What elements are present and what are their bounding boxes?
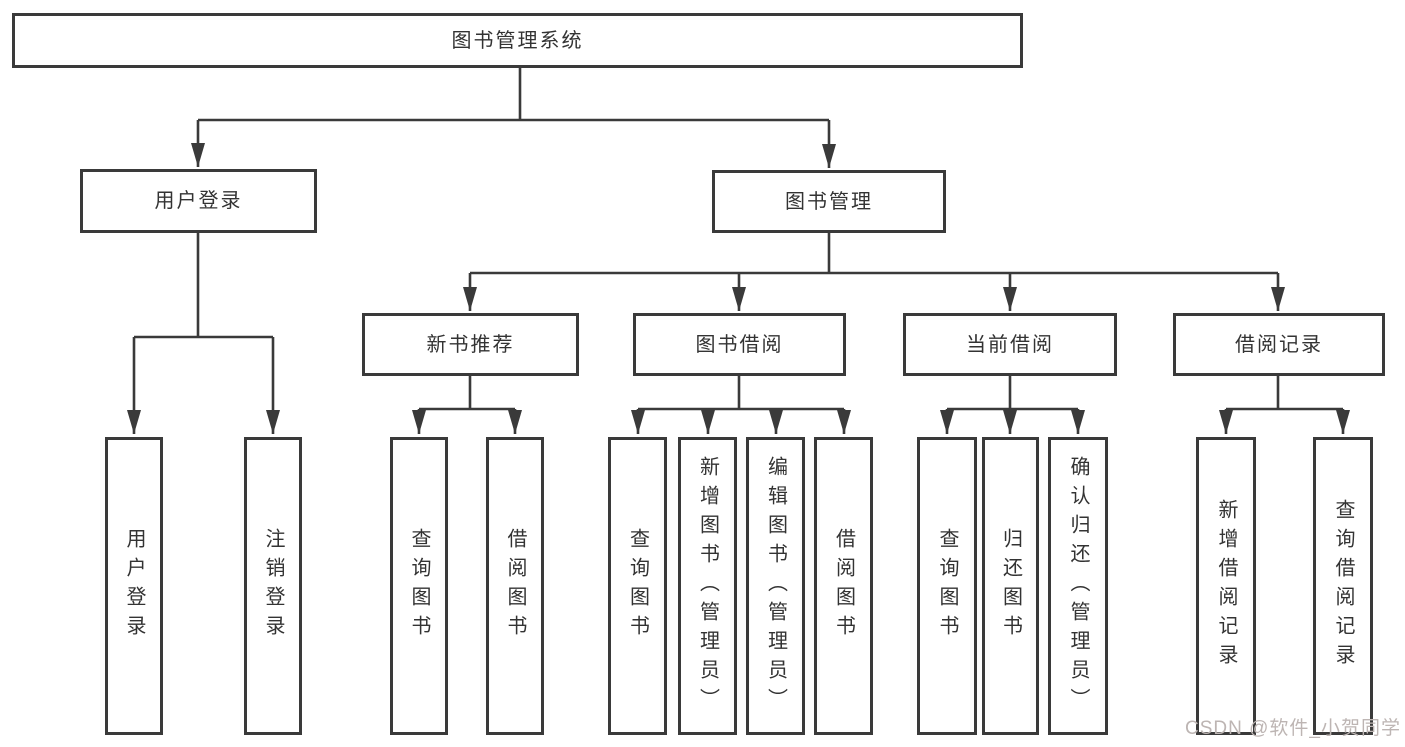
node-book-borrow-label: 图书借阅	[695, 333, 784, 356]
connector-current-borrow-fork	[940, 376, 1085, 434]
leaf-logout: 注销登录	[244, 437, 302, 735]
leaf-current-return-label: 归还图书	[999, 528, 1022, 644]
leaf-user-login-label: 用户登录	[123, 528, 145, 644]
leaf-new-books-borrow-label: 借阅图书	[504, 528, 526, 644]
connector-root-fork	[191, 68, 836, 168]
leaf-borrow-add: 新增图书（管理员）	[678, 437, 737, 735]
node-current-borrow-label: 当前借阅	[966, 333, 1054, 356]
connector-user-login-fork	[127, 233, 280, 434]
connector-book-mgmt-fork	[463, 233, 1285, 311]
leaf-current-return: 归还图书	[982, 437, 1039, 735]
watermark-text: CSDN @软件_小贺同学	[1185, 718, 1401, 739]
leaf-records-add-label: 新增借阅记录	[1215, 499, 1237, 673]
leaf-borrow-query-label: 查询图书	[626, 528, 649, 644]
leaf-records-query-label: 查询借阅记录	[1332, 499, 1354, 673]
connector-book-borrow-fork	[631, 376, 851, 434]
connector-new-books-fork	[412, 376, 522, 434]
leaf-current-query: 查询图书	[917, 437, 977, 735]
node-borrow-records: 借阅记录	[1173, 313, 1385, 376]
leaf-logout-label: 注销登录	[262, 528, 284, 644]
leaf-current-confirm-label: 确认归还（管理员）	[1067, 455, 1089, 717]
node-borrow-records-label: 借阅记录	[1235, 333, 1323, 356]
leaf-borrow-edit: 编辑图书（管理员）	[746, 437, 805, 735]
leaf-records-add: 新增借阅记录	[1196, 437, 1256, 735]
node-root-label: 图书管理系统	[451, 29, 584, 52]
node-book-borrow: 图书借阅	[633, 313, 846, 376]
node-book-mgmt: 图书管理	[712, 170, 946, 233]
node-book-mgmt-label: 图书管理	[785, 190, 873, 213]
node-new-books: 新书推荐	[362, 313, 579, 376]
leaf-borrow-add-label: 新增图书（管理员）	[696, 455, 719, 717]
leaf-borrow-query: 查询图书	[608, 437, 667, 735]
leaf-borrow-borrow-label: 借阅图书	[832, 528, 855, 644]
connector-borrow-records-fork	[1219, 376, 1350, 434]
node-root: 图书管理系统	[12, 13, 1023, 68]
leaf-new-books-query: 查询图书	[390, 437, 448, 735]
leaf-borrow-borrow: 借阅图书	[814, 437, 873, 735]
node-user-login: 用户登录	[80, 169, 317, 233]
node-current-borrow: 当前借阅	[903, 313, 1117, 376]
leaf-new-books-query-label: 查询图书	[408, 528, 430, 644]
node-user-login-label: 用户登录	[154, 190, 243, 212]
leaf-borrow-edit-label: 编辑图书（管理员）	[764, 455, 787, 717]
leaf-current-query-label: 查询图书	[936, 528, 958, 644]
leaf-current-confirm: 确认归还（管理员）	[1048, 437, 1108, 735]
leaf-new-books-borrow: 借阅图书	[486, 437, 544, 735]
leaf-user-login: 用户登录	[105, 437, 163, 735]
node-new-books-label: 新书推荐	[426, 333, 515, 356]
leaf-records-query: 查询借阅记录	[1313, 437, 1373, 735]
